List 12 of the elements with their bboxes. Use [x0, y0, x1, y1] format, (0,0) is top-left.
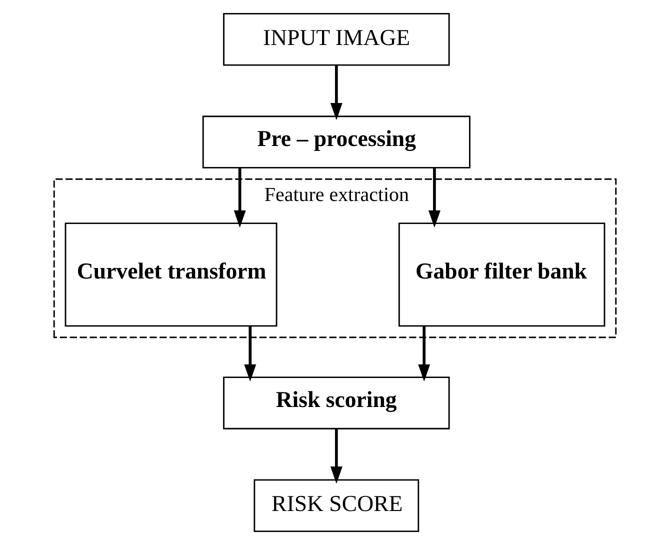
node-box: Curvelet transform	[64, 222, 277, 327]
node-box: Gabor filter bank	[398, 222, 605, 327]
node-box: Risk scoring	[222, 376, 450, 430]
node-box: Pre – processing	[202, 116, 470, 168]
node-box: INPUT IMAGE	[222, 13, 450, 66]
node-box: RISK SCORE	[253, 479, 419, 532]
arrow	[428, 168, 440, 228]
arrow	[330, 428, 342, 484]
arrow	[330, 65, 342, 120]
arrow	[418, 326, 430, 382]
arrow	[233, 168, 246, 228]
arrow	[244, 326, 256, 382]
